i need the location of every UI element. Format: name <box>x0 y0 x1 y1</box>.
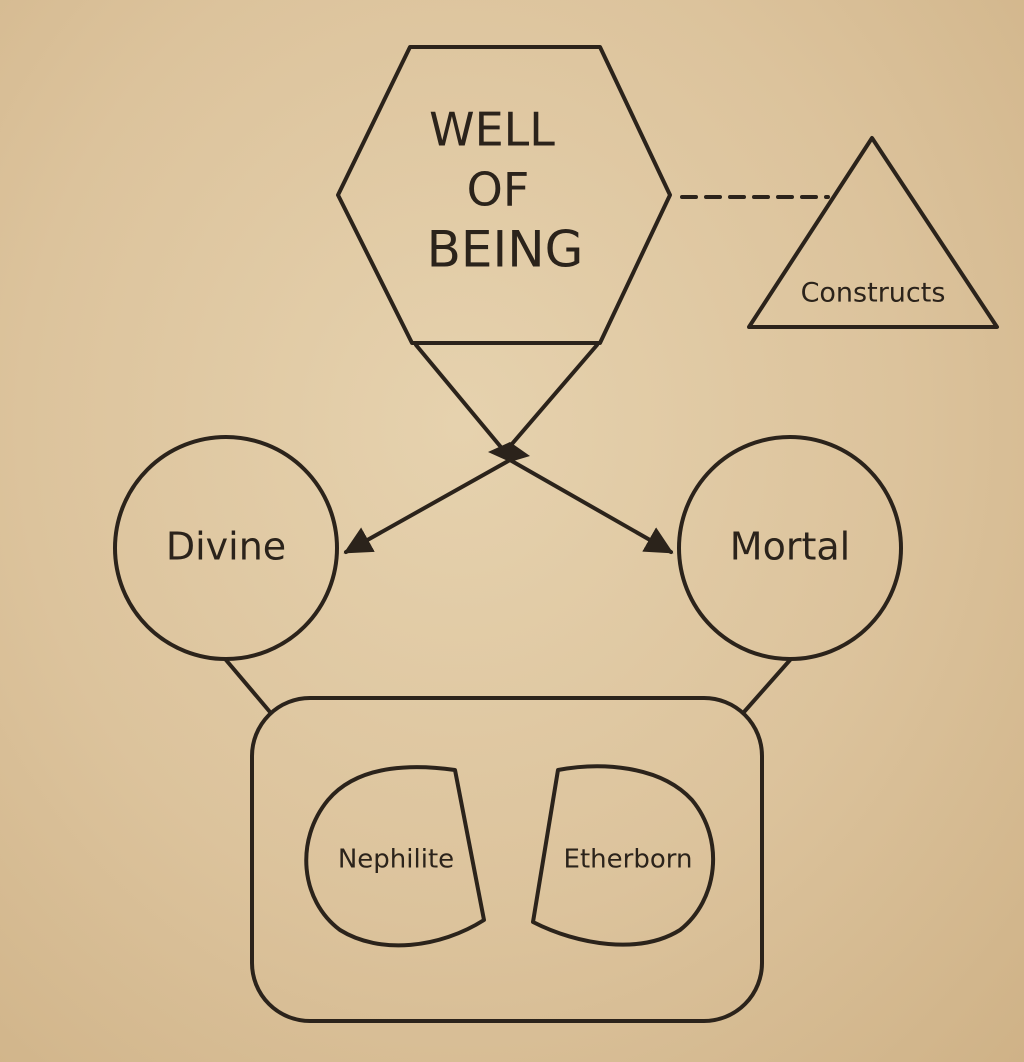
constructs-label: Constructs <box>801 278 946 309</box>
funnel-connector <box>414 343 599 462</box>
etherborn-label: Etherborn <box>564 845 693 875</box>
hybrids-container <box>250 696 764 1023</box>
constructs-node: Constructs <box>747 136 999 329</box>
nephilite-label: Nephilite <box>338 845 454 875</box>
divine-node: Divine <box>113 435 339 661</box>
etherborn-node: Etherborn <box>531 764 716 947</box>
mortal-label: Mortal <box>730 525 850 569</box>
well-label-line-3: BEING <box>427 221 584 279</box>
well-label-line-2: OF <box>467 163 530 217</box>
arrow-to-divine <box>343 458 512 554</box>
arrow-to-mortal <box>508 458 674 554</box>
mortal-to-hybrids-line <box>742 658 792 714</box>
divine-to-hybrids-line <box>224 658 272 714</box>
mortal-node: Mortal <box>677 435 903 661</box>
nephilite-node: Nephilite <box>304 765 486 948</box>
well-label-line-1: WELL <box>429 103 555 157</box>
divine-label: Divine <box>166 525 286 569</box>
well-of-being-node: WELL OF BEING <box>336 45 672 345</box>
